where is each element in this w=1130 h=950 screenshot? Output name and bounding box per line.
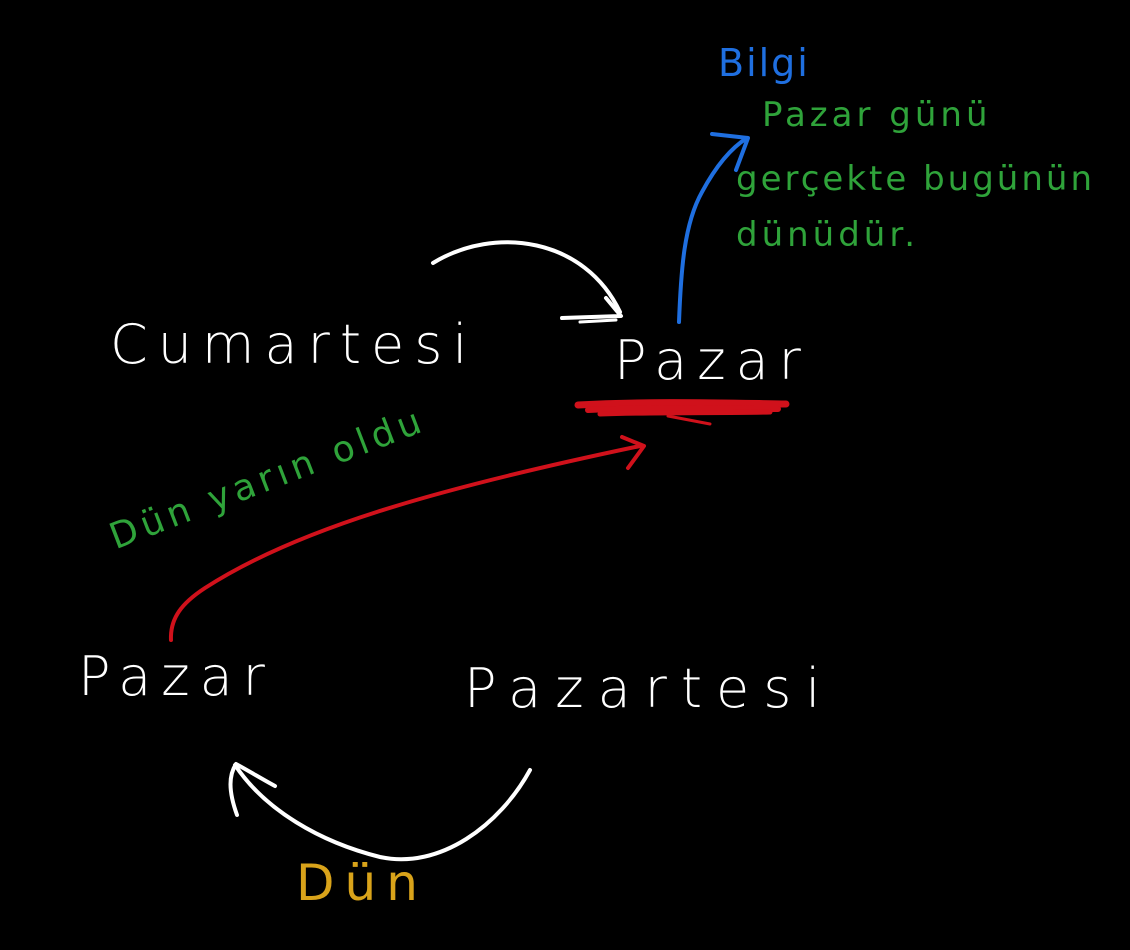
arrow-pazartesi-to-pazar bbox=[228, 762, 532, 862]
day-label-cumartesi: Cumartesi bbox=[110, 313, 478, 376]
info-heading: Bilgi bbox=[718, 41, 810, 85]
info-line-1: Pazar günü bbox=[762, 95, 992, 135]
annotation-dun: Dün bbox=[296, 854, 428, 912]
day-label-pazartesi: Pazartesi bbox=[464, 657, 835, 720]
day-label-pazar-center: Pazar bbox=[614, 329, 811, 392]
day-label-pazar-left: Pazar bbox=[78, 645, 275, 708]
arrow-pazar-to-info bbox=[677, 132, 750, 324]
arrow-cumartesi-to-pazar bbox=[431, 240, 623, 324]
info-line-2: gerçekte bugünün bbox=[736, 159, 1095, 199]
arrow-pazar-to-pazar bbox=[168, 435, 646, 642]
info-line-3: dünüdür. bbox=[736, 215, 920, 255]
underline-pazar bbox=[574, 399, 790, 426]
